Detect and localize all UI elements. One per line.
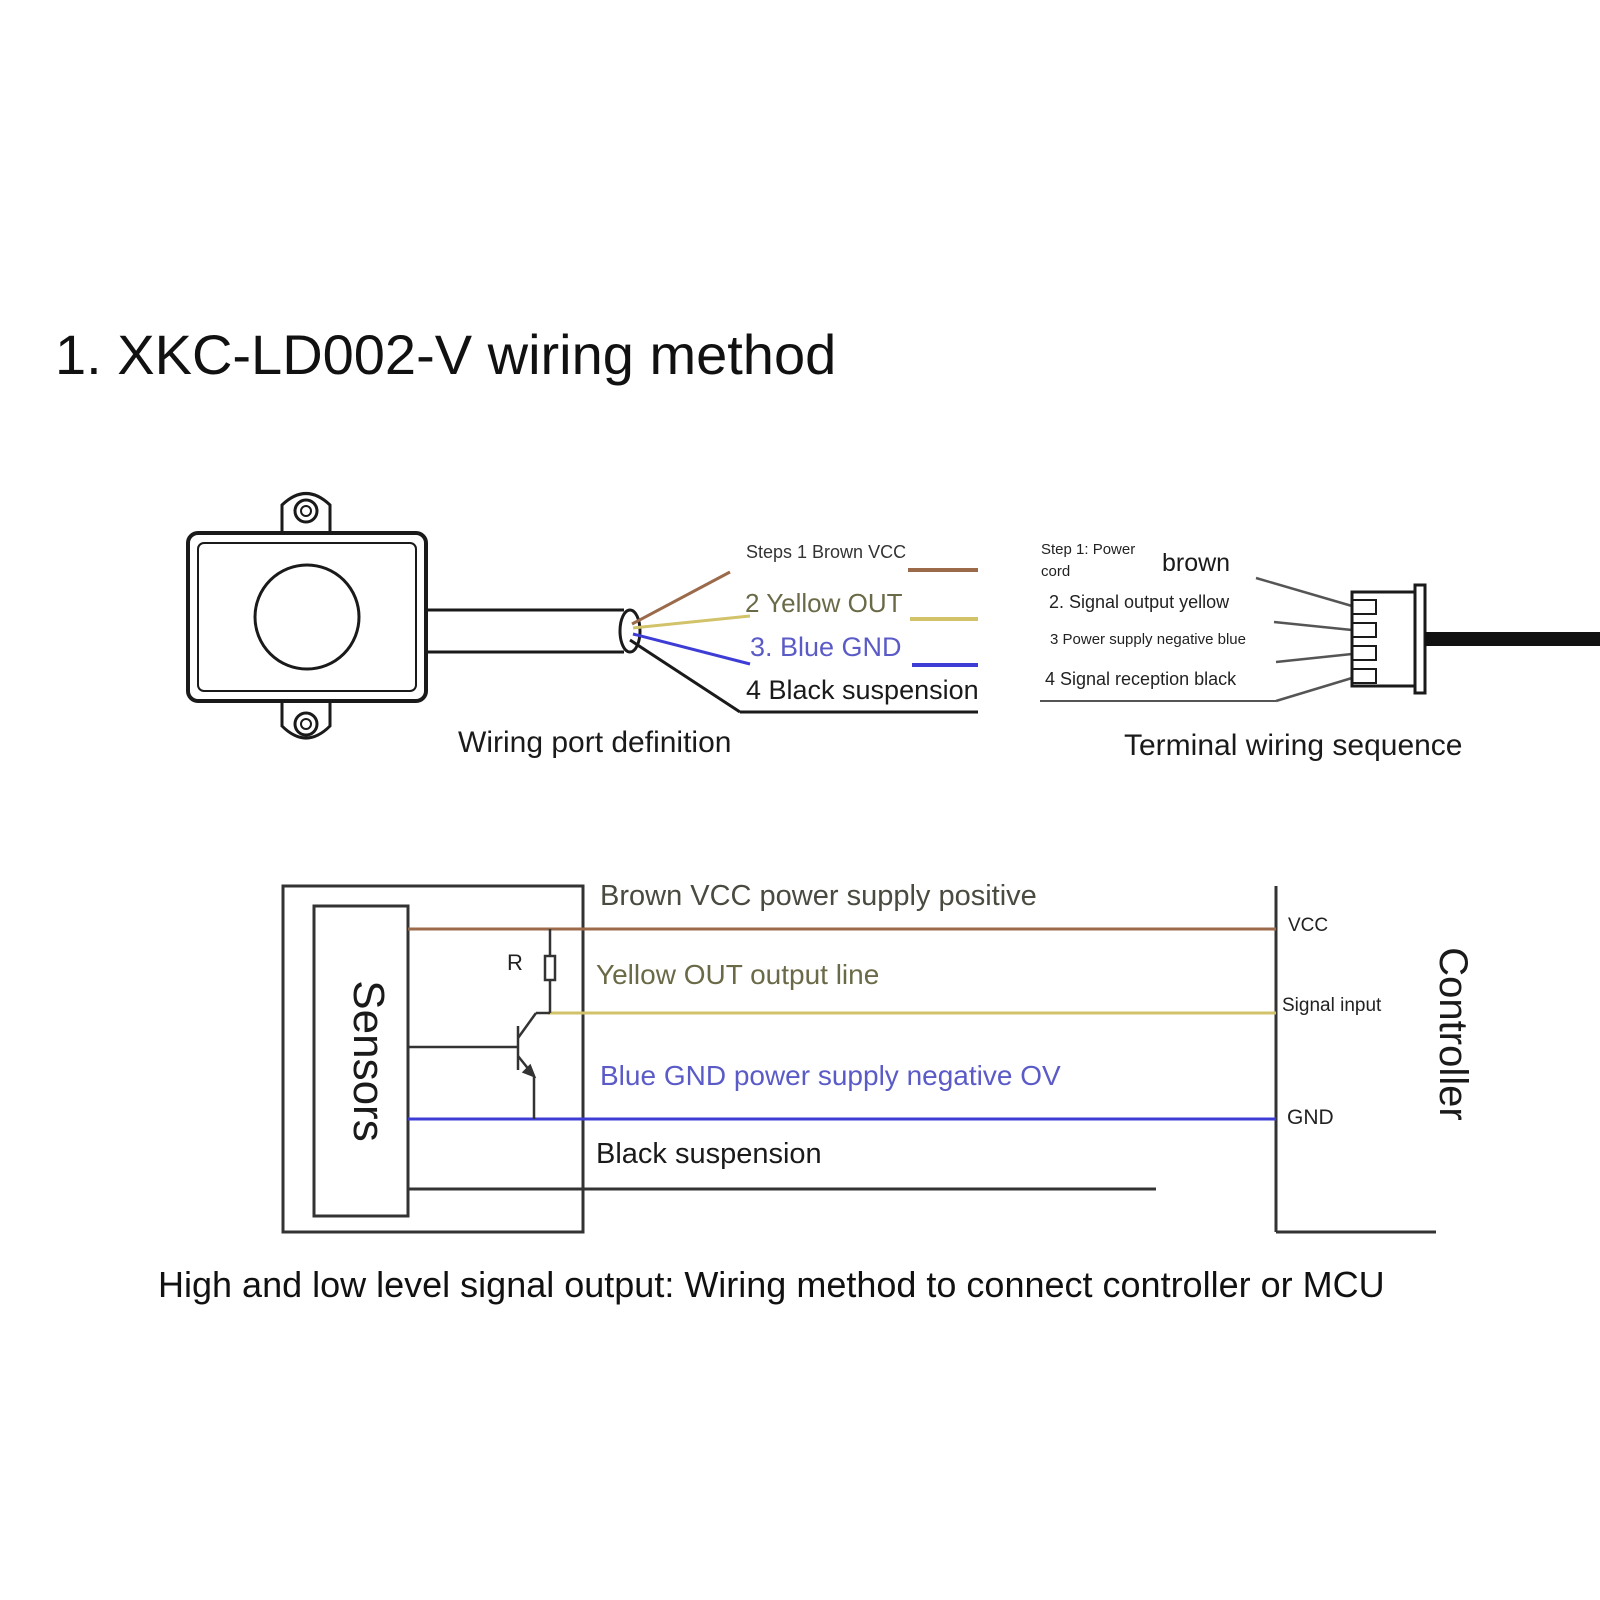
wire-label-blue-gnd: 3. Blue GND xyxy=(750,632,902,662)
wire-label-yellow-out: 2 Yellow OUT xyxy=(745,588,903,618)
port-definition-caption: Wiring port definition xyxy=(458,726,732,759)
terminal-step1-color: brown xyxy=(1162,549,1231,577)
sensor-module-icon xyxy=(186,492,642,740)
wire-label-brown-vcc: Steps 1 Brown VCC xyxy=(746,542,907,562)
cable-fanout-wires xyxy=(629,570,751,714)
terminal-signal-input-label: Signal input xyxy=(1282,995,1382,1016)
line-label-black-suspension: Black suspension xyxy=(596,1138,822,1170)
schematic-frame xyxy=(281,884,1436,1234)
sensor-label: Sensors xyxy=(344,980,393,1141)
terminal-step1-label: Step 1: Power cord xyxy=(1041,541,1136,580)
terminal-vcc-label: VCC xyxy=(1288,915,1329,936)
terminal-pin-2-label: 2. Signal output yellow xyxy=(1049,592,1230,612)
terminal-connector-icon xyxy=(1040,576,1600,703)
schematic-caption: High and low level signal output: Wiring… xyxy=(158,1264,1385,1305)
wire-label-black-suspension: 4 Black suspension xyxy=(746,675,979,705)
wire-color-swatches xyxy=(740,568,978,714)
controller-label: Controller xyxy=(1431,947,1475,1120)
transistor-circuit xyxy=(408,929,557,1119)
terminal-sequence-caption: Terminal wiring sequence xyxy=(1124,729,1463,762)
schematic-lines xyxy=(408,927,1276,1191)
line-label-blue-gnd: Blue GND power supply negative OV xyxy=(600,1060,1061,1091)
line-label-brown-vcc: Brown VCC power supply positive xyxy=(600,880,1037,912)
line-label-yellow-out: Yellow OUT output line xyxy=(596,959,880,990)
terminal-gnd-label: GND xyxy=(1287,1106,1334,1129)
resistor-label: R xyxy=(507,950,523,975)
terminal-pin-4-label: 4 Signal reception black xyxy=(1045,669,1237,689)
page-title: 1. XKC-LD002-V wiring method xyxy=(55,323,837,386)
terminal-pin-3-label: 3 Power supply negative blue xyxy=(1050,631,1246,648)
